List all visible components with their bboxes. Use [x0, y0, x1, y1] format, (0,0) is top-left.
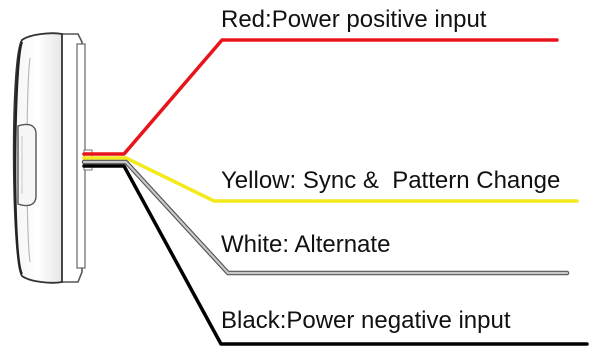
- device-body: [12, 32, 63, 284]
- white-wire: [82, 160, 569, 275]
- red-wire-label: Red:Power positive input: [221, 6, 487, 33]
- yellow-wire-label: Yellow: Sync & Pattern Change: [221, 167, 561, 194]
- device: [12, 32, 93, 284]
- device-front-rim: [14, 41, 24, 275]
- white-wire-label: White: Alternate: [221, 231, 391, 258]
- yellow-wire: [82, 156, 579, 203]
- wires: [81, 38, 589, 346]
- red-wire: [82, 38, 559, 156]
- device-side-button: [17, 123, 37, 207]
- black-wire: [82, 164, 589, 346]
- black-wire-label: Black:Power negative input: [221, 307, 511, 334]
